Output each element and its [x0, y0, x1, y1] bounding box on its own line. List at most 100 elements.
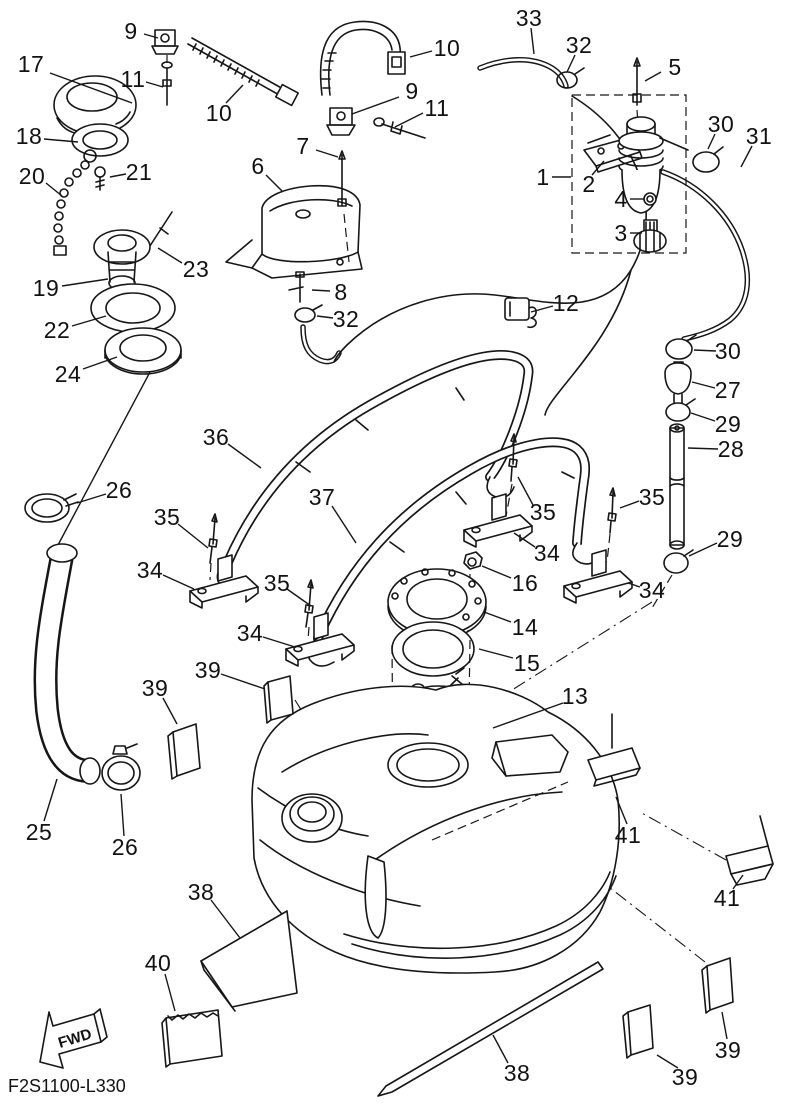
part-label-8: 8	[334, 279, 347, 305]
leader-line-7	[315, 149, 339, 158]
part-label-28: 28	[718, 436, 745, 462]
fuel-line-column-art	[663, 334, 697, 574]
leader-line-10	[225, 84, 244, 104]
leader-line-39	[162, 697, 178, 725]
part-label-18: 18	[16, 123, 43, 149]
part-label-35: 35	[530, 499, 557, 525]
part-label-1: 1	[536, 164, 549, 190]
leader-line-40	[164, 973, 176, 1012]
cover-art	[225, 150, 363, 365]
leader-line-39	[656, 1054, 679, 1069]
tie-and-screw-art	[151, 20, 426, 139]
drawing-code: F2S1100-L330	[8, 1076, 126, 1096]
leader-lines-layer	[43, 27, 753, 1069]
leader-line-27	[691, 381, 716, 389]
part-label-32: 32	[333, 306, 360, 332]
leader-line-21	[109, 173, 127, 178]
fuel-tank-art	[251, 683, 620, 974]
part-label-9: 9	[124, 18, 137, 44]
leader-line-35	[286, 588, 312, 607]
fuel-filter-assembly-art	[571, 57, 724, 254]
part-label-16: 16	[512, 570, 539, 596]
part-label-11: 11	[121, 66, 146, 92]
part-label-39: 39	[672, 1064, 699, 1090]
leader-line-20	[45, 182, 63, 197]
leader-line-29	[690, 412, 716, 422]
leader-line-38	[492, 1034, 509, 1064]
part-label-10: 10	[206, 100, 233, 126]
part-label-26: 26	[112, 834, 139, 860]
leader-line-18	[43, 138, 79, 143]
pin-art	[208, 433, 617, 641]
part-label-9: 9	[405, 78, 418, 104]
filler-hose-art	[24, 493, 141, 791]
part-label-35: 35	[154, 504, 181, 530]
leader-line-25	[43, 778, 58, 822]
part-label-24: 24	[55, 361, 82, 387]
leader-line-9	[351, 96, 400, 115]
part-label-34: 34	[237, 620, 264, 646]
leader-line-37	[331, 505, 357, 544]
part-label-29: 29	[715, 411, 742, 437]
part-label-31: 31	[746, 123, 773, 149]
part-label-3: 3	[614, 220, 627, 246]
part-label-4: 4	[614, 186, 627, 212]
leader-line-36	[227, 443, 262, 469]
leader-line-39	[721, 1011, 728, 1040]
leader-line-31	[740, 145, 753, 168]
part-label-22: 22	[44, 317, 71, 343]
part-label-39: 39	[715, 1037, 742, 1063]
part-label-32: 32	[566, 32, 593, 58]
leader-line-35	[177, 523, 209, 549]
leader-line-19	[61, 278, 109, 287]
leader-line-34	[627, 582, 641, 588]
leader-line-9	[143, 33, 159, 39]
part-label-10: 10	[434, 35, 461, 61]
part-label-36: 36	[203, 424, 230, 450]
part-label-5: 5	[668, 54, 681, 80]
part-label-38: 38	[188, 879, 215, 905]
part-label-34: 34	[534, 540, 561, 566]
part-label-14: 14	[512, 614, 539, 640]
part-label-23: 23	[183, 256, 210, 282]
leader-line-41	[615, 796, 628, 825]
part-label-30: 30	[715, 338, 742, 364]
part-label-35: 35	[639, 484, 666, 510]
part-label-6: 6	[251, 153, 264, 179]
leader-line-32	[316, 315, 334, 319]
part-label-29: 29	[717, 526, 744, 552]
part-label-2: 2	[582, 171, 595, 197]
leader-line-16	[481, 565, 512, 579]
leader-line-34	[262, 636, 296, 648]
part-label-30: 30	[708, 111, 735, 137]
pad-art	[161, 675, 774, 1097]
leader-line-23	[157, 247, 183, 264]
part-label-37: 37	[309, 484, 336, 510]
bracket-and-pin-art	[189, 433, 633, 667]
part-label-38: 38	[504, 1060, 531, 1086]
strap-art	[216, 350, 601, 667]
part-label-17: 17	[18, 51, 45, 77]
leader-line-15	[478, 648, 514, 659]
leader-line-39	[220, 673, 266, 690]
leader-line-22	[71, 315, 107, 327]
part-label-21: 21	[126, 159, 153, 185]
leader-line-11	[145, 81, 164, 88]
fwd-arrow: FWD	[39, 1008, 108, 1069]
leader-line-26	[120, 793, 125, 837]
part-label-41: 41	[714, 885, 741, 911]
part-label-40: 40	[145, 950, 172, 976]
part-label-34: 34	[137, 557, 164, 583]
part-label-20: 20	[19, 163, 46, 189]
part-label-35: 35	[264, 570, 291, 596]
leader-line-17	[49, 72, 133, 104]
leader-line-12	[530, 305, 554, 313]
part-label-39: 39	[195, 657, 222, 683]
leader-line-8	[311, 289, 331, 292]
leader-line-35	[517, 476, 534, 506]
part-label-12: 12	[553, 290, 580, 316]
leader-line-30	[693, 349, 717, 352]
chain-art	[53, 160, 90, 256]
